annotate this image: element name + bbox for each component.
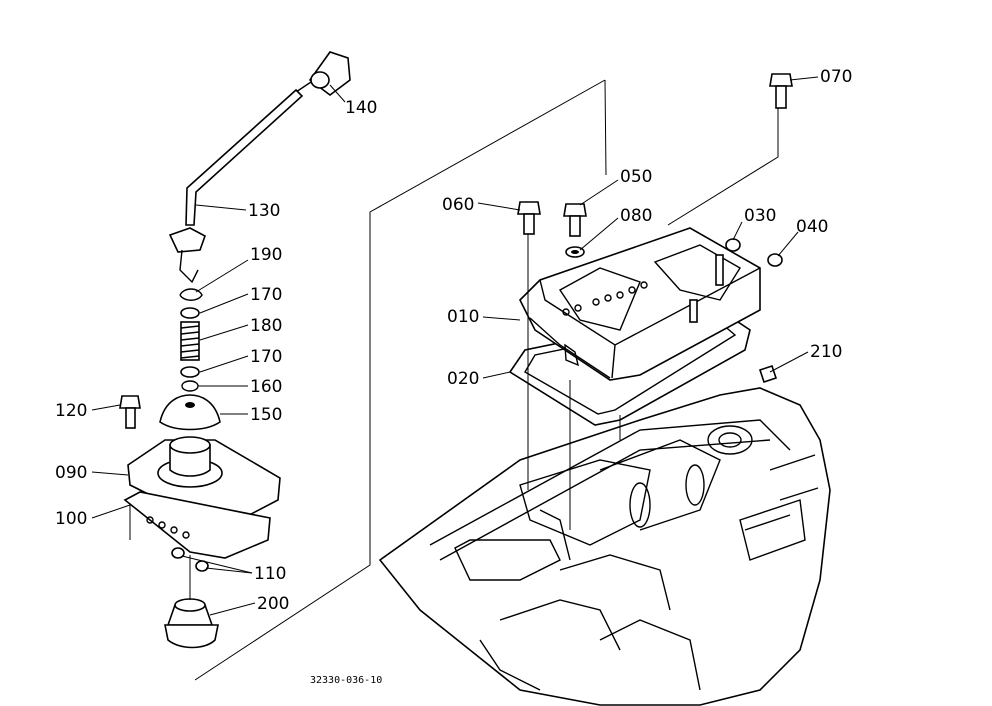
label-190: 190 [250, 245, 282, 265]
circlip-190 [179, 288, 203, 301]
label-060: 060 [442, 195, 474, 215]
label-170-lower: 170 [250, 347, 282, 367]
cover-010 [519, 227, 761, 381]
leader-lines [91, 76, 819, 616]
label-200: 200 [257, 594, 289, 614]
label-180: 180 [250, 316, 282, 336]
label-160: 160 [250, 377, 282, 397]
label-170-upper: 170 [250, 285, 282, 305]
diagram-code: 32330-036-10 [310, 675, 382, 686]
lever-130 [168, 88, 304, 284]
label-010: 010 [447, 307, 479, 327]
spring-180 [180, 321, 200, 361]
plug-030 [725, 238, 741, 252]
plug-210 [758, 364, 778, 384]
label-050: 050 [620, 167, 652, 187]
label-130: 130 [248, 201, 280, 221]
label-040: 040 [796, 217, 828, 237]
ring-160 [181, 380, 199, 392]
boot-200 [164, 598, 219, 649]
reference-lines [194, 79, 779, 681]
boot-150 [159, 394, 221, 431]
label-150: 150 [250, 405, 282, 425]
bolt-050 [563, 203, 587, 237]
alignment-lines [527, 230, 621, 530]
ball-110 [171, 547, 209, 572]
label-210: 210 [810, 342, 842, 362]
plug-040 [767, 253, 783, 267]
washer-170-upper [180, 307, 200, 319]
label-030: 030 [744, 206, 776, 226]
label-080: 080 [620, 206, 652, 226]
label-120: 120 [55, 401, 87, 421]
label-070: 070 [820, 67, 852, 87]
label-090: 090 [55, 463, 87, 483]
bolt-120 [119, 395, 141, 429]
bolt-060 [517, 201, 541, 235]
label-020: 020 [447, 369, 479, 389]
gasket-100 [123, 491, 271, 559]
washer-080 [565, 246, 585, 258]
label-110: 110 [254, 564, 286, 584]
part-labels: 140 130 190 170 180 170 160 150 120 090 … [55, 67, 852, 614]
washer-170-lower [180, 366, 200, 378]
label-140: 140 [345, 98, 377, 118]
knob-140 [295, 51, 351, 96]
lever-axis-lines [129, 505, 191, 600]
bolt-070 [769, 73, 793, 109]
housing-090 [127, 436, 281, 536]
transmission-case [378, 387, 831, 706]
label-100: 100 [55, 509, 87, 529]
